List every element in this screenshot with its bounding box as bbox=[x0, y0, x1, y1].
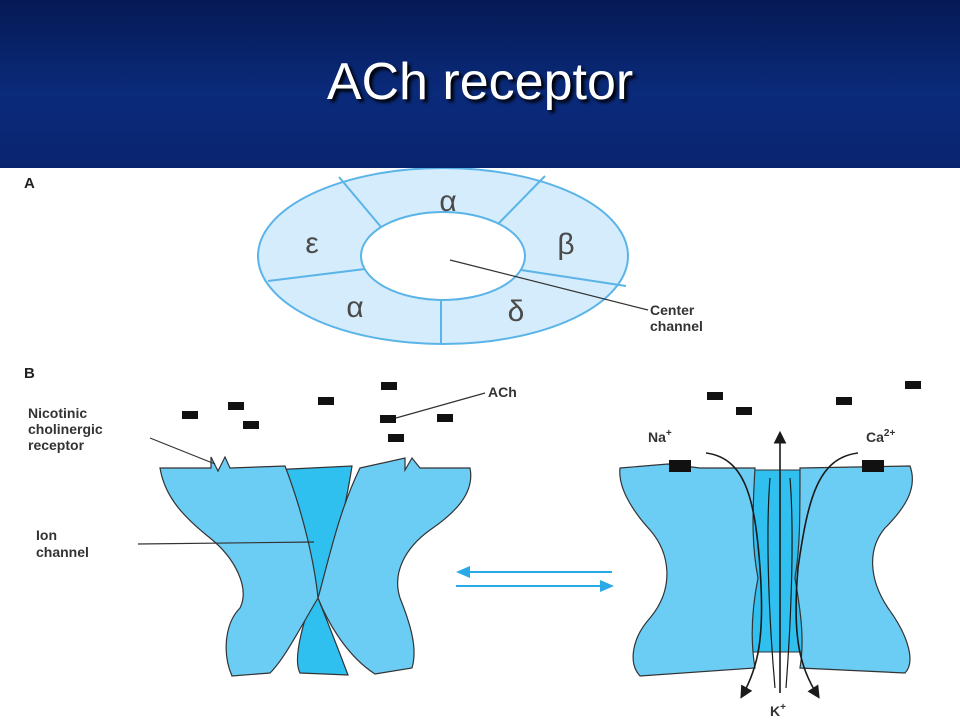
ach-molecule bbox=[243, 421, 259, 429]
closed-channel bbox=[159, 455, 472, 677]
ion-channel-label-1: Ion bbox=[36, 527, 57, 543]
ach-molecule bbox=[437, 414, 453, 422]
ach-label: ACh bbox=[488, 384, 517, 400]
ach-molecule bbox=[318, 397, 334, 405]
ca-label: Ca2+ bbox=[866, 428, 895, 445]
ach-molecule bbox=[388, 434, 404, 442]
center-channel-label-2: channel bbox=[650, 318, 703, 334]
ion-flow-arrows bbox=[705, 430, 859, 699]
ach-molecule bbox=[905, 381, 921, 389]
ach-receptor-diagram: A α β δ α ε Center channel B ACh Nicotin… bbox=[24, 167, 921, 719]
subunit-epsilon: ε bbox=[305, 227, 318, 260]
subunit-beta: β bbox=[557, 228, 574, 261]
ach-molecule bbox=[228, 402, 244, 410]
ach-molecule bbox=[182, 411, 198, 419]
k-label: K+ bbox=[770, 702, 786, 719]
subunit-ring bbox=[257, 167, 629, 345]
ach-molecule bbox=[707, 392, 723, 400]
ach-molecule bbox=[836, 397, 852, 405]
ion-channel-leader bbox=[137, 541, 315, 545]
slide-header: ACh receptor bbox=[0, 0, 960, 168]
receptor-leader bbox=[149, 437, 216, 465]
panel-b-label: B bbox=[24, 365, 35, 382]
ach-molecule bbox=[736, 407, 752, 415]
slide-title: ACh receptor bbox=[326, 53, 634, 111]
ach-leader bbox=[395, 392, 486, 419]
receptor-label-1: Nicotinic bbox=[28, 405, 87, 421]
subunit-delta: δ bbox=[508, 295, 525, 328]
center-channel-leader bbox=[449, 259, 649, 311]
ion-channel-label-2: channel bbox=[36, 544, 89, 560]
equilibrium-arrows bbox=[456, 566, 614, 592]
subunit-alpha-top: α bbox=[439, 185, 456, 218]
center-channel-label-1: Center bbox=[650, 302, 695, 318]
ach-molecule bbox=[381, 382, 397, 390]
open-channel bbox=[619, 460, 913, 677]
receptor-label-2: cholinergic bbox=[28, 421, 103, 437]
receptor-label-3: receptor bbox=[28, 437, 85, 453]
subunit-alpha-bottom: α bbox=[346, 291, 363, 324]
panel-a-label: A bbox=[24, 175, 35, 192]
ach-molecule bbox=[380, 415, 396, 423]
diagram-area: A α β δ α ε Center channel B ACh Nicotin… bbox=[0, 167, 960, 720]
na-label: Na+ bbox=[648, 428, 672, 445]
